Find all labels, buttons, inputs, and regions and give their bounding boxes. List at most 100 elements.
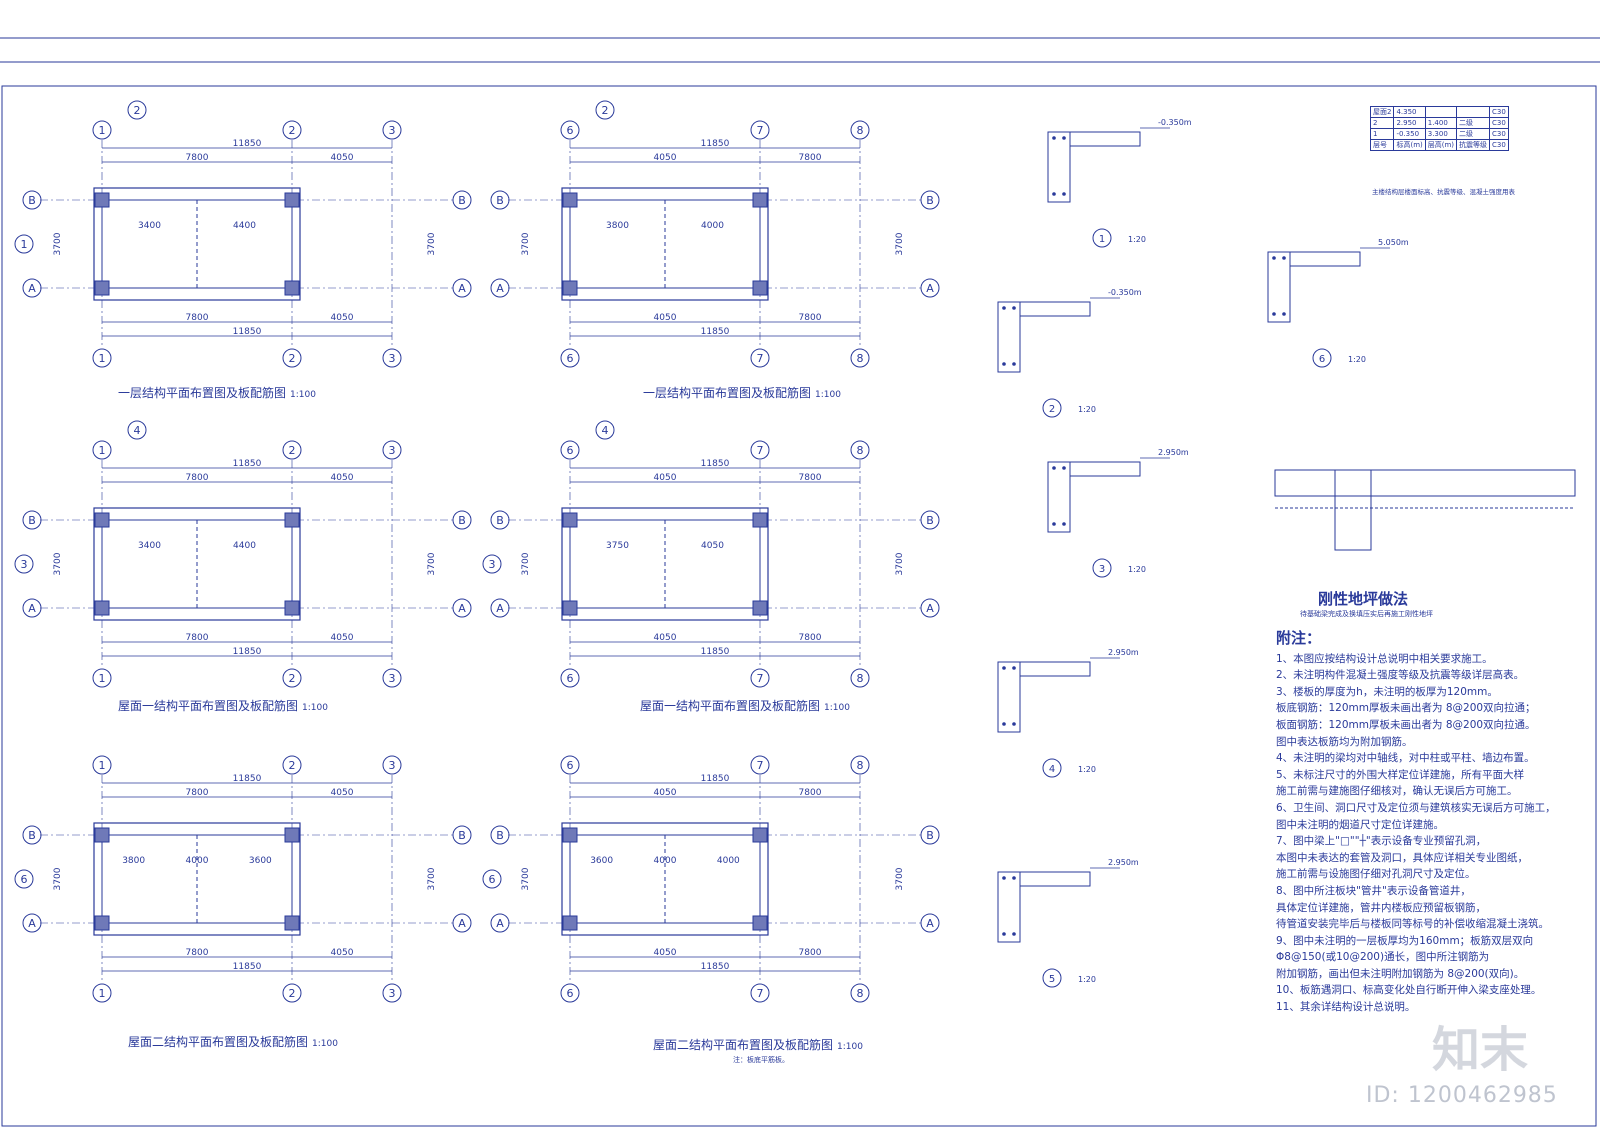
axis-bubble [750, 755, 770, 775]
column [284, 600, 300, 616]
note-item: 7、图中梁上"□""┼"表示设备专业预留孔洞， [1276, 835, 1487, 848]
axis-label: 7 [757, 987, 764, 1000]
dim-label: 11850 [233, 327, 262, 337]
axis-label: A [496, 917, 504, 930]
axis-bubble [452, 598, 472, 618]
level-label: 2.950m [1108, 648, 1139, 657]
axis-bubble [560, 983, 580, 1003]
floor-detail [1274, 469, 1576, 551]
note-item: 4、未注明的梁均对中轴线，对中柱或平柱、墙边布置。 [1276, 752, 1535, 765]
axis-bubble [850, 348, 870, 368]
axis-bubble [282, 440, 302, 460]
axis-label: A [458, 282, 466, 295]
column [94, 915, 110, 931]
detail-scale: 1:20 [1078, 975, 1096, 984]
axis-label: 2 [134, 104, 141, 117]
floor-slab [1274, 469, 1576, 497]
note-item: Φ8@150(或10@200)通长，图中所注钢筋为 [1276, 951, 1490, 964]
dim-label: 4050 [331, 473, 354, 483]
axis-bubble [560, 440, 580, 460]
rebar-dot [1062, 192, 1066, 196]
axis-label: 3 [389, 444, 396, 457]
detail-bubble [1312, 348, 1332, 368]
axis-bubble [750, 120, 770, 140]
axis-bubble [850, 120, 870, 140]
axis-label: B [458, 514, 466, 527]
detail-scale: 1:20 [1078, 765, 1096, 774]
dim-label: 4050 [331, 948, 354, 958]
beam-section [997, 871, 1021, 943]
axis-bubble [750, 668, 770, 688]
axis-label: A [496, 602, 504, 615]
dim-label: 3700 [427, 232, 437, 255]
slab-outline [561, 822, 769, 936]
notes-heading: 附注： [1276, 629, 1322, 647]
note-item: 5、未标注尺寸的外围大样定位详建施，所有平面大样 [1276, 768, 1525, 781]
dim-label: 11850 [233, 774, 262, 784]
axis-label: 2 [289, 672, 296, 685]
note-item: 图中未注明的烟道尺寸定位详建施。 [1276, 818, 1444, 831]
dim-label: 3700 [53, 232, 63, 255]
axis-bubble [920, 825, 940, 845]
column [284, 192, 300, 208]
column [752, 280, 768, 296]
dim-label: 7800 [186, 473, 209, 483]
column [752, 915, 768, 931]
detail-number: 6 [1319, 354, 1325, 365]
axis-label: 4 [134, 424, 141, 437]
note-item: 板底钢筋：120mm厚板未画出者为 8@200双向拉通； [1276, 702, 1536, 715]
axis-label: A [496, 282, 504, 295]
dim-label: 7800 [799, 948, 822, 958]
axis-label: 6 [567, 444, 574, 457]
detail-number: 4 [1049, 764, 1055, 775]
column [94, 827, 110, 843]
axis-label: 3 [389, 672, 396, 685]
axis-bubble [127, 100, 147, 120]
axis-label: 6 [489, 873, 496, 886]
dim-label: 11850 [701, 962, 730, 972]
axis-bubble [920, 913, 940, 933]
column [284, 512, 300, 528]
rebar-dot [1062, 466, 1066, 470]
axis-bubble [490, 825, 510, 845]
dim-label: 3700 [427, 867, 437, 890]
image-id: ID: 1200462985 [1366, 1083, 1558, 1108]
detail-number: 1 [1099, 234, 1105, 245]
slab-section [1019, 871, 1091, 887]
detail-bubble [1042, 398, 1062, 418]
rebar-dot [1002, 362, 1006, 366]
axis-bubble [382, 348, 402, 368]
axis-bubble [282, 120, 302, 140]
beam-section [1047, 461, 1071, 533]
column [752, 827, 768, 843]
dim-label: 7800 [186, 633, 209, 643]
axis-bubble [482, 869, 502, 889]
dim-label: 7800 [186, 948, 209, 958]
axis-label: 8 [857, 444, 864, 457]
axis-label: B [496, 514, 504, 527]
axis-bubble [127, 420, 147, 440]
column [284, 827, 300, 843]
axis-label: 7 [757, 672, 764, 685]
axis-bubble [22, 913, 42, 933]
level-label: 2.950m [1108, 858, 1139, 867]
rebar-dot [1282, 256, 1286, 260]
rebar-dot [1052, 466, 1056, 470]
axis-bubble [850, 983, 870, 1003]
axis-label: 2 [289, 352, 296, 365]
axis-bubble [22, 190, 42, 210]
axis-bubble [382, 755, 402, 775]
rebar-dot [1272, 312, 1276, 316]
slab-outline [561, 187, 769, 301]
